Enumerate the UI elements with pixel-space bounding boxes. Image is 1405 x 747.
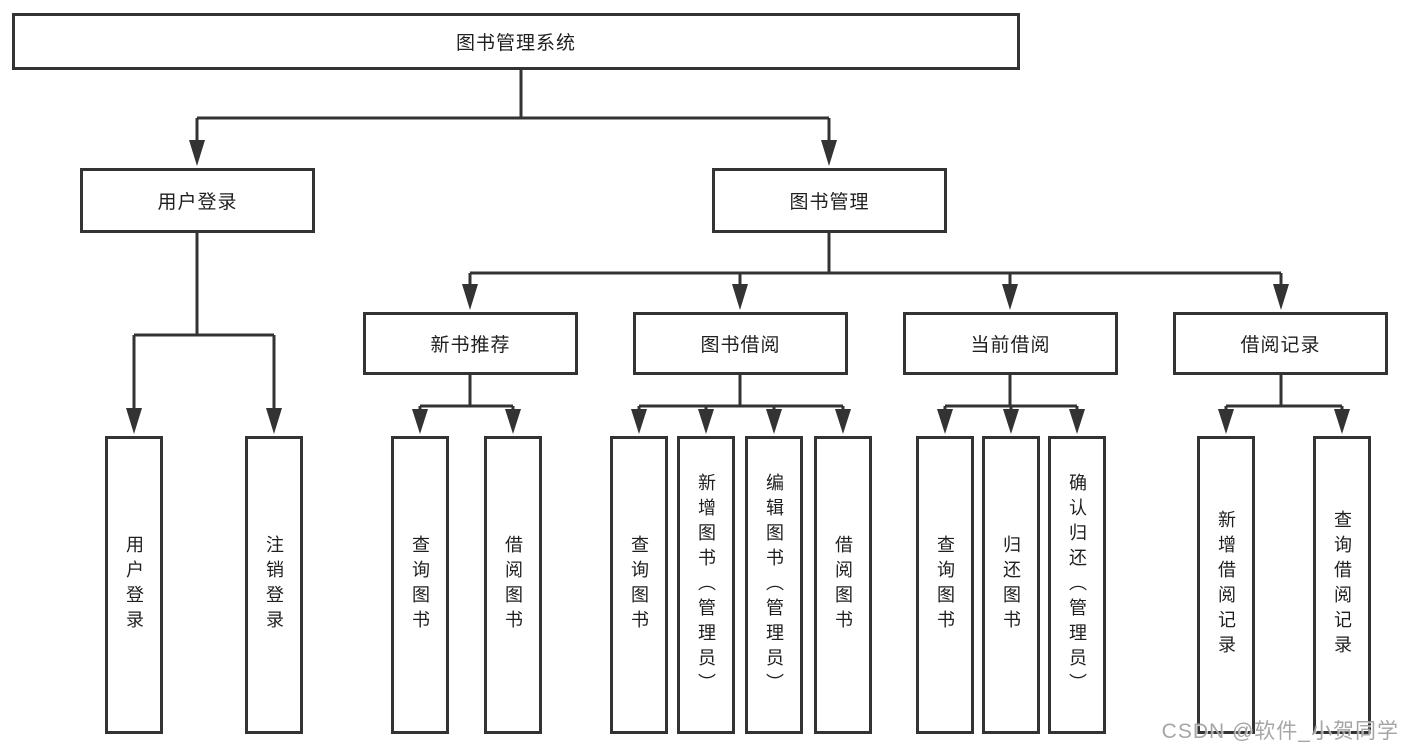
node-label: 编辑图书（管理员） (764, 472, 784, 698)
node-leaf-logout: 注销登录 (245, 436, 303, 734)
node-borrow-edit-books-admin: 编辑图书（管理员） (745, 436, 803, 734)
node-new-book-recommendation: 新书推荐 (363, 312, 578, 375)
node-label: 用户登录 (157, 192, 238, 213)
node-label: 图书管理系统 (455, 33, 576, 54)
node-label: 查询图书 (935, 535, 955, 635)
node-borrow-query-books: 查询图书 (610, 436, 668, 734)
connector-current-borrowing (937, 375, 1085, 434)
connector-borrowing-records (1218, 375, 1350, 434)
node-label: 查询借阅记录 (1332, 510, 1352, 660)
connector-book-management-to-level3 (462, 233, 1289, 310)
node-records-add-borrow-record: 新增借阅记录 (1197, 436, 1255, 734)
node-label: 注销登录 (264, 535, 284, 635)
node-newrec-borrow-books: 借阅图书 (484, 436, 542, 734)
node-current-confirm-return-admin: 确认归还（管理员） (1048, 436, 1106, 734)
node-user-login: 用户登录 (80, 168, 315, 233)
node-label: 确认归还（管理员） (1067, 472, 1087, 698)
node-newrec-query-books: 查询图书 (391, 436, 449, 734)
watermark: CSDN @软件_小贺同学 (1161, 720, 1399, 743)
node-current-return-books: 归还图书 (982, 436, 1040, 734)
node-current-query-books: 查询图书 (916, 436, 974, 734)
node-label: 新增图书（管理员） (696, 472, 716, 698)
connector-new-book-recommendation (412, 375, 521, 434)
node-current-borrowing: 当前借阅 (903, 312, 1118, 375)
node-label: 图书借阅 (700, 335, 781, 356)
node-borrow-borrow-books: 借阅图书 (814, 436, 872, 734)
node-label: 新增借阅记录 (1216, 510, 1236, 660)
node-book-management: 图书管理 (712, 168, 947, 233)
node-label: 查询图书 (629, 535, 649, 635)
node-label: 当前借阅 (970, 335, 1051, 356)
connector-user-login-to-children (126, 233, 282, 434)
node-label: 借阅图书 (503, 535, 523, 635)
node-label: 查询图书 (410, 535, 430, 635)
node-borrowing-records: 借阅记录 (1173, 312, 1388, 375)
node-label: 图书管理 (789, 192, 870, 213)
node-records-query-borrow-record: 查询借阅记录 (1313, 436, 1371, 734)
connector-book-borrowing (631, 375, 851, 434)
connector-root-to-level2 (189, 70, 837, 166)
node-label: 新书推荐 (430, 335, 511, 356)
node-label: 借阅记录 (1240, 335, 1321, 356)
node-label: 用户登录 (124, 535, 144, 635)
node-library-management-system: 图书管理系统 (12, 13, 1020, 70)
node-label: 借阅图书 (833, 535, 853, 635)
node-borrow-add-books-admin: 新增图书（管理员） (677, 436, 735, 734)
node-leaf-user-login: 用户登录 (105, 436, 163, 734)
node-book-borrowing: 图书借阅 (633, 312, 848, 375)
node-label: 归还图书 (1001, 535, 1021, 635)
